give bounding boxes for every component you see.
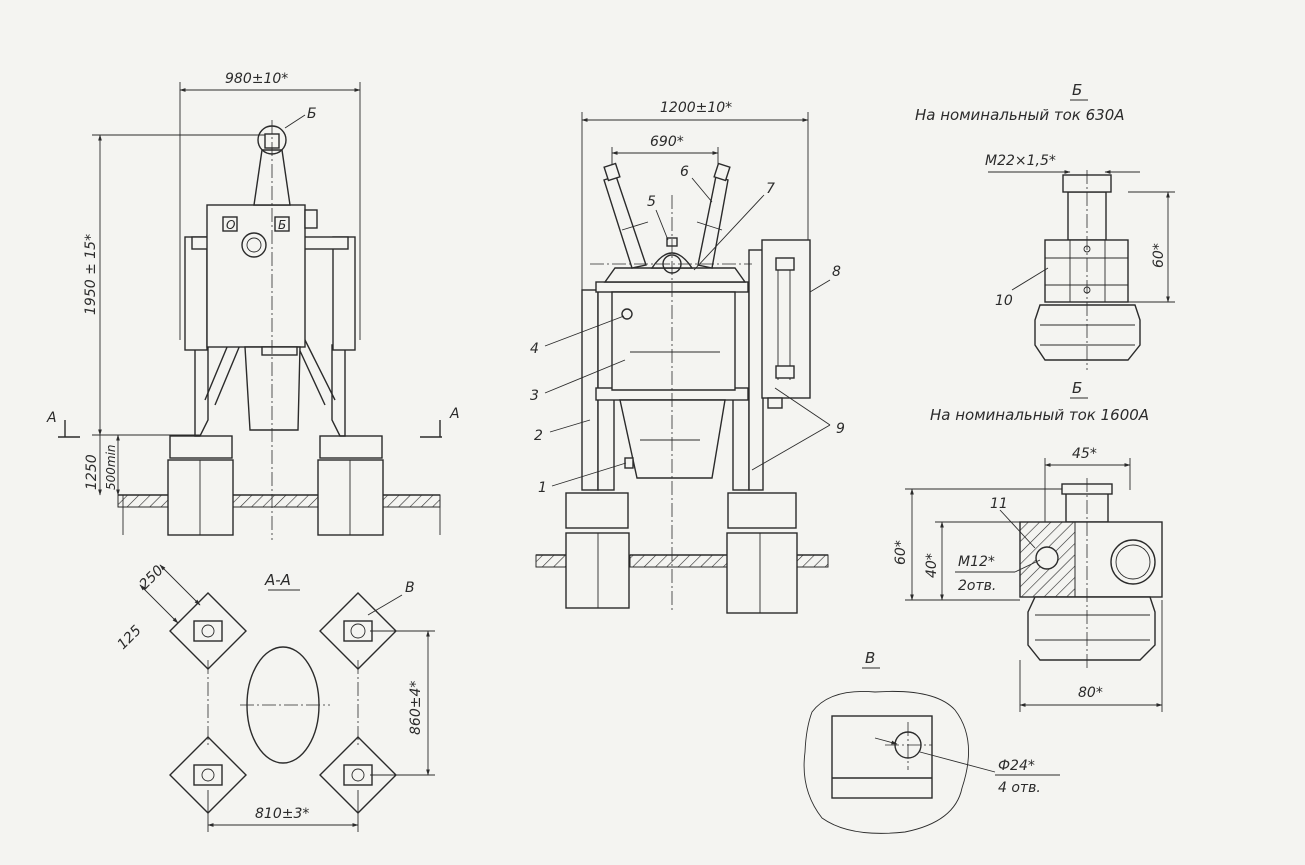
detail-630-title: Б: [1072, 81, 1082, 99]
callout-7: 7: [766, 181, 775, 197]
panel-label-right: Б: [278, 218, 286, 232]
pad-top-left: [169, 592, 247, 670]
front-base-min-dim-text: 500min: [104, 444, 118, 490]
section-view-a-a: А-А 250 125: [115, 563, 435, 832]
detail-1600-holes: 2отв.: [958, 578, 996, 594]
front-detail-ref: Б: [307, 106, 317, 122]
callout-2: 2: [534, 428, 543, 444]
callout-9: 9: [836, 421, 845, 437]
section-width-dim: 810±3*: [255, 806, 309, 822]
side-width-dim: 1200±10*: [660, 100, 732, 116]
detail-1600a: Б На номинальный ток 1600А 45* 60* 40* М…: [893, 379, 1163, 712]
front-height-dim-text: 1950 ± 15*: [83, 234, 99, 315]
detail-630-thread: М22×1,5*: [985, 153, 1056, 169]
callout-4: 4: [530, 341, 539, 357]
section-mark-left: А: [46, 410, 57, 426]
side-view: 1200±10* 690*: [530, 100, 845, 614]
side-bushing-dim: 690*: [650, 134, 684, 150]
callout-5: 5: [647, 194, 656, 210]
callout-3: 3: [530, 388, 539, 404]
section-title: А-А: [264, 571, 291, 589]
front-view: 980±10* 1950 ± 15* 1250 500min: [46, 71, 460, 540]
section-dim-125: 125: [115, 623, 145, 653]
section-height-dim: 860±4*: [408, 681, 424, 735]
detail-v-holes: 4 отв.: [998, 780, 1041, 796]
detail-v-title: В: [865, 649, 875, 667]
detail-630-height: 60*: [1151, 243, 1167, 268]
callout-1: 1: [538, 480, 547, 496]
callout-6: 6: [680, 164, 689, 180]
front-cabinet: [206, 204, 306, 348]
detail-1600-dim-60: 60*: [893, 540, 909, 565]
callout-11: 11: [990, 496, 1008, 512]
detail-1600-subtitle: На номинальный ток 1600А: [930, 406, 1149, 424]
detail-1600-dim-80: 80*: [1078, 685, 1103, 701]
detail-1600-title: Б: [1072, 379, 1082, 397]
detail-630a: Б На номинальный ток 630А М22×1,5* 60* 1…: [915, 81, 1175, 370]
detail-1600-dim-45: 45*: [1072, 446, 1097, 462]
detail-v-hole-dim: Ф24*: [998, 758, 1035, 774]
panel-label-left: О: [226, 218, 235, 232]
front-base-dim-text: 1250: [84, 454, 100, 490]
detail-1600-dim-40: 40*: [924, 553, 940, 578]
detail-v: В Ф24* 4 отв.: [803, 649, 1060, 834]
section-mark-right: А: [449, 406, 460, 422]
callout-8: 8: [832, 264, 841, 280]
front-width-dim-text: 980±10*: [225, 71, 288, 87]
section-detail-ref: В: [405, 580, 415, 596]
detail-1600-thread: М12*: [958, 554, 995, 570]
detail-630-subtitle: На номинальный ток 630А: [915, 106, 1125, 124]
callout-10: 10: [995, 293, 1013, 309]
